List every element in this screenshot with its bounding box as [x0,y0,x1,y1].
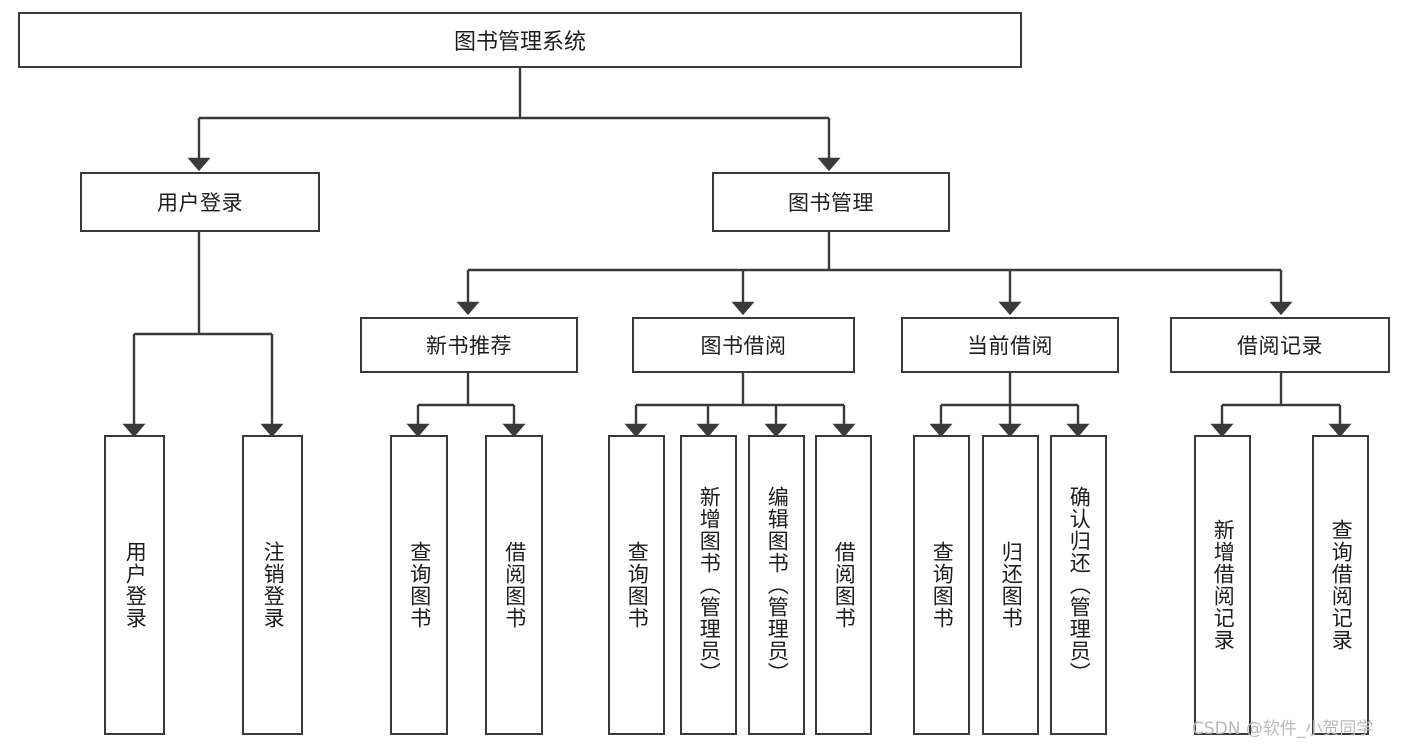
node-label: 编辑图书（管理员） [765,486,790,684]
node-label: 查询图书 [930,541,955,629]
node-label: 新书推荐 [426,334,512,358]
node-label: 用户登录 [123,541,148,629]
watermark: CSDN @软件_小贺同学 [1192,719,1374,739]
node-current-borrow[interactable]: 当前借阅 [901,317,1119,373]
leaf-record-add[interactable]: 新增借阅记录 [1194,435,1251,735]
node-label: 新增借阅记录 [1211,519,1236,651]
leaf-user-logout[interactable]: 注销登录 [242,435,303,735]
node-label: 借阅图书 [502,541,527,629]
node-label: 用户登录 [157,191,243,215]
node-label: 图书借阅 [700,334,787,358]
node-user-login[interactable]: 用户登录 [80,172,320,232]
node-label: 图书管理 [788,191,874,215]
node-label: 新增图书（管理员） [697,486,722,684]
leaf-current-query-book[interactable]: 查询图书 [913,435,970,735]
leaf-borrow-borrow-book[interactable]: 借阅图书 [815,435,872,735]
node-label: 借阅记录 [1237,334,1323,358]
leaf-borrow-query-book[interactable]: 查询图书 [608,435,665,735]
node-label: 借阅图书 [832,541,857,629]
leaf-borrow-edit-book[interactable]: 编辑图书（管理员） [748,435,805,735]
leaf-current-return-book[interactable]: 归还图书 [982,435,1039,735]
node-label: 图书管理系统 [453,30,586,55]
node-label: 归还图书 [999,541,1024,629]
node-borrow-record[interactable]: 借阅记录 [1170,317,1390,373]
node-label: 查询图书 [407,541,432,629]
node-book-borrow[interactable]: 图书借阅 [632,317,855,373]
node-root-system[interactable]: 图书管理系统 [18,12,1022,68]
leaf-user-login[interactable]: 用户登录 [104,435,165,735]
leaf-borrow-add-book[interactable]: 新增图书（管理员） [680,435,737,735]
node-label: 查询图书 [625,541,650,629]
node-label: 查询借阅记录 [1329,519,1354,651]
node-label: 确认归还（管理员） [1067,486,1092,684]
node-label: 当前借阅 [967,334,1053,358]
leaf-current-confirm-return[interactable]: 确认归还（管理员） [1050,435,1107,735]
node-new-book-recommend[interactable]: 新书推荐 [360,317,578,373]
leaf-newbook-query-book[interactable]: 查询图书 [390,435,448,735]
leaf-record-query[interactable]: 查询借阅记录 [1312,435,1369,735]
node-book-management[interactable]: 图书管理 [712,172,950,232]
leaf-newbook-borrow-book[interactable]: 借阅图书 [485,435,543,735]
node-label: 注销登录 [261,541,286,629]
